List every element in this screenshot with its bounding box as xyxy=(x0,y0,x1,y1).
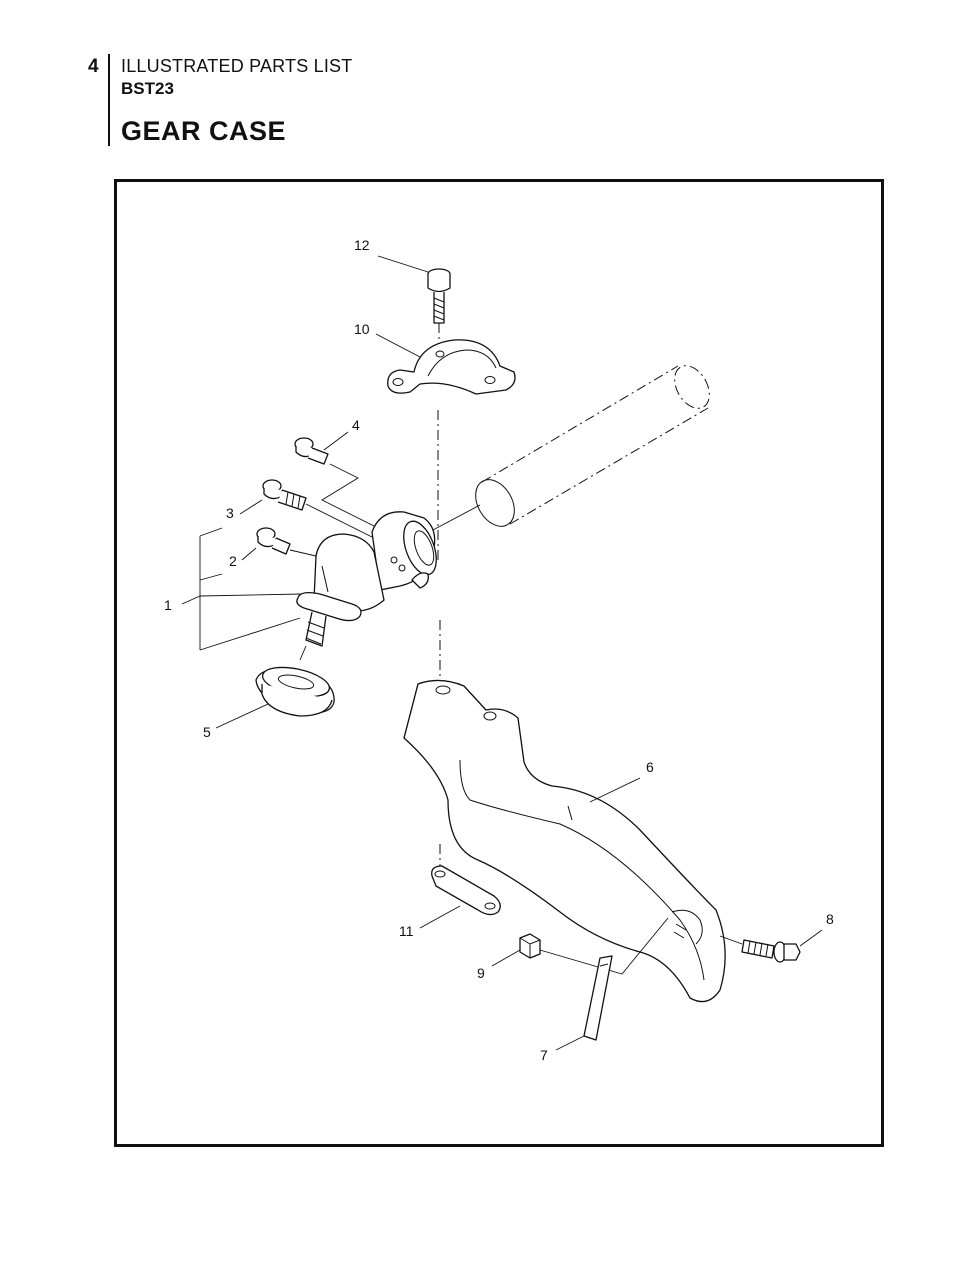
part-5-seal xyxy=(255,666,335,717)
part-12-bolt xyxy=(427,268,451,324)
header-divider xyxy=(108,54,110,146)
callout-11: 11 xyxy=(399,923,414,939)
section-title: GEAR CASE xyxy=(121,116,287,146)
part-2-bolt xyxy=(256,527,291,555)
callout-8: 8 xyxy=(826,911,834,927)
callout-7: 7 xyxy=(540,1047,548,1063)
part-11-plate xyxy=(431,865,501,916)
callout-12: 12 xyxy=(354,237,370,253)
part-7-blade xyxy=(583,955,613,1041)
part-4-bolt xyxy=(294,437,329,465)
callout-6: 6 xyxy=(646,759,654,775)
callout-1: 1 xyxy=(164,597,172,613)
callout-10: 10 xyxy=(354,321,370,337)
callout-2: 2 xyxy=(229,553,237,569)
callout-9: 9 xyxy=(477,965,485,981)
part-10-clamp xyxy=(387,339,516,395)
diagram-frame xyxy=(114,179,884,1147)
shaft-tube xyxy=(432,365,710,531)
part-8-bolt xyxy=(741,939,801,963)
callout-3: 3 xyxy=(226,505,234,521)
document-title: ILLUSTRATED PARTS LIST xyxy=(121,56,353,76)
part-3-bolt xyxy=(262,479,307,511)
callout-4: 4 xyxy=(352,417,360,433)
part-9-nut xyxy=(519,933,541,959)
callout-5: 5 xyxy=(203,724,211,740)
model-number: BST23 xyxy=(121,79,174,98)
part-1-gear-case xyxy=(296,511,437,647)
page-number: 4 xyxy=(88,56,99,77)
part-6-guard xyxy=(403,679,726,1003)
